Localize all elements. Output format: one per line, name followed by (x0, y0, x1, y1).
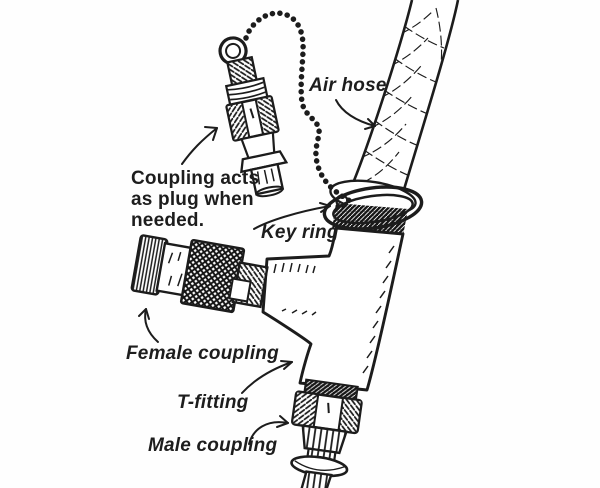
t-fitting-drawing (261, 226, 405, 392)
label-key-ring: Key ring (261, 222, 339, 243)
label-male-coupling: Male coupling (148, 435, 278, 456)
label-t-fitting: T-fitting (177, 392, 249, 413)
arrow-to-female-coupling (138, 308, 159, 343)
female-coupling-drawing (130, 234, 269, 314)
arrow-to-plug (181, 126, 218, 165)
pointer-arrows (138, 99, 376, 445)
arrow-to-male-coupling (248, 415, 289, 445)
arrow-to-air-hose (335, 99, 376, 130)
arrow-to-key-ring (253, 202, 331, 230)
chain-drawing (243, 10, 353, 204)
label-female-coupling: Female coupling (126, 343, 279, 364)
plug-coupling-drawing (218, 36, 289, 198)
arrow-to-t-fitting (241, 360, 293, 394)
label-air-hose: Air hose (309, 75, 387, 96)
male-coupling-drawing (290, 378, 363, 488)
label-plug-note: Coupling acts as plug when needed. (131, 168, 260, 231)
